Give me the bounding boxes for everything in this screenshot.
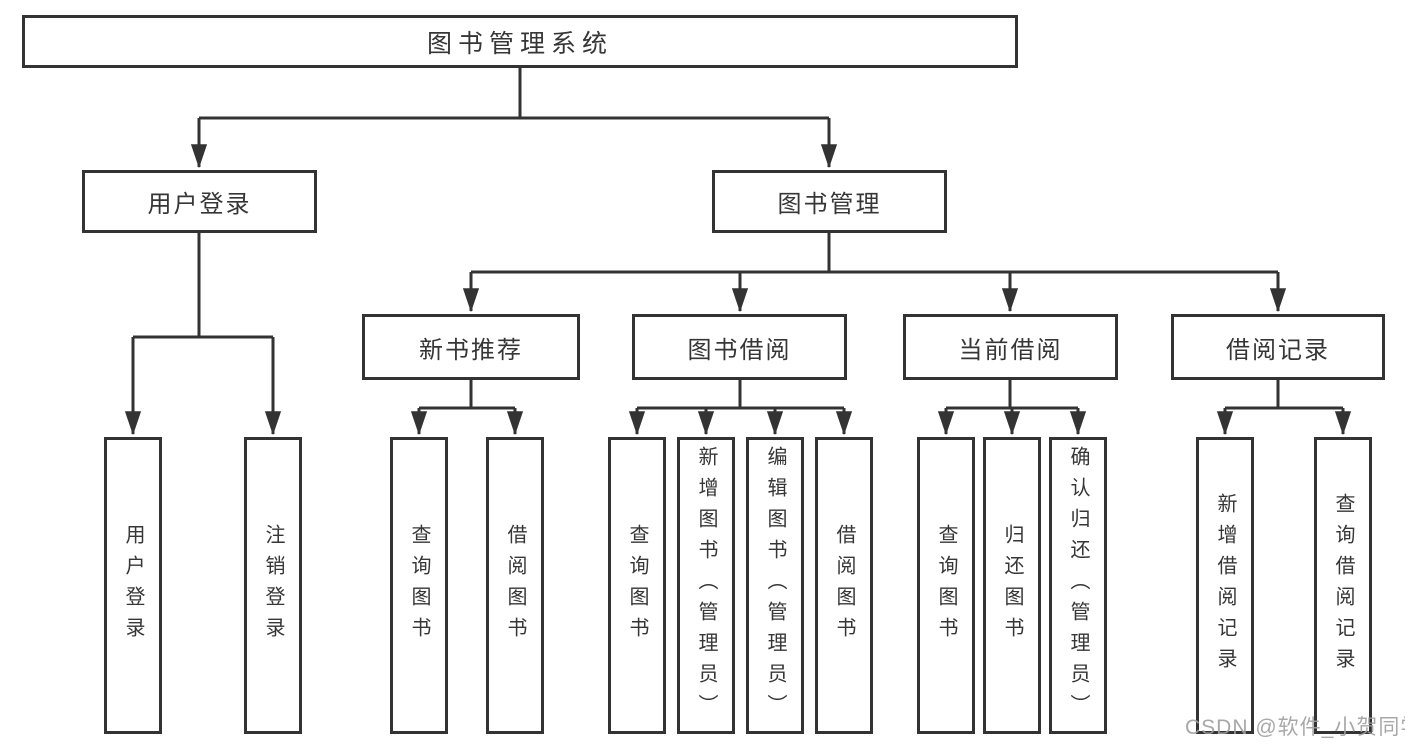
node-borrowing-records: 借阅记录 bbox=[1171, 314, 1385, 380]
node-new-book-recommendation: 新书推荐 bbox=[362, 314, 580, 380]
leaf-add-borrow-record: 新增借阅记录 bbox=[1196, 437, 1254, 734]
leaf-query-books-borrowing: 查询图书 bbox=[608, 437, 666, 734]
node-current-borrowing: 当前借阅 bbox=[903, 314, 1118, 380]
leaf-edit-book-admin: 编辑图书（管理员） bbox=[746, 437, 804, 734]
leaf-query-borrow-record: 查询借阅记录 bbox=[1314, 437, 1372, 734]
leaf-user-login: 用户登录 bbox=[104, 437, 162, 734]
leaf-borrow-books-recommendation: 借阅图书 bbox=[486, 437, 544, 734]
node-user-login: 用户登录 bbox=[82, 170, 317, 233]
csdn-watermark: CSDN @软件_小贺同学 bbox=[1185, 716, 1405, 739]
leaf-add-book-admin: 新增图书（管理员） bbox=[677, 437, 735, 734]
node-book-borrowing: 图书借阅 bbox=[632, 314, 847, 380]
leaf-return-book: 归还图书 bbox=[983, 437, 1041, 734]
leaf-query-books-current: 查询图书 bbox=[917, 437, 975, 734]
leaf-logout: 注销登录 bbox=[244, 437, 302, 734]
leaf-borrow-books-borrowing: 借阅图书 bbox=[815, 437, 873, 734]
leaf-query-books-recommendation: 查询图书 bbox=[390, 437, 448, 734]
node-book-management: 图书管理 bbox=[712, 170, 947, 233]
node-library-management-system: 图书管理系统 bbox=[22, 15, 1018, 68]
leaf-confirm-return-admin: 确认归还（管理员） bbox=[1049, 437, 1107, 734]
